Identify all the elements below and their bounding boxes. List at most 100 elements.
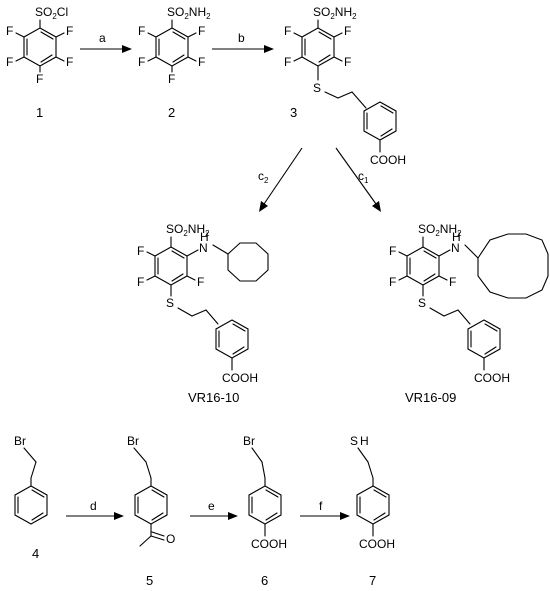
arrow-c2 (263, 147, 303, 205)
atom-label: H (200, 230, 209, 244)
atom-label: COOH (370, 153, 406, 167)
atom-label: COOH (474, 371, 510, 385)
compound-label-1: 1 (36, 105, 43, 120)
atom-label: F (138, 55, 145, 69)
atom-label: NH (335, 5, 352, 19)
atom-label: F (66, 24, 73, 38)
atom-subscript: 2 (330, 12, 335, 21)
atom-label: F (198, 55, 205, 69)
atom-label: SO (166, 222, 183, 236)
atom-label: F (168, 72, 175, 86)
atom-label: COOH (222, 371, 258, 385)
arrowhead (122, 45, 132, 53)
svg-text:c1: c1 (358, 169, 369, 185)
atom-label: F (197, 275, 204, 289)
atom-label: F (36, 72, 43, 86)
svg-text:SH: SH (350, 434, 369, 448)
atom-label: S (418, 296, 426, 310)
atom-subscript: 2 (435, 229, 440, 238)
atom-label: F (137, 275, 144, 289)
atom-label: H (452, 230, 461, 244)
atom-label: F (449, 275, 456, 289)
atom-label: F (344, 55, 351, 69)
atom-label: F (198, 24, 205, 38)
compound-label-4: 4 (32, 546, 39, 561)
compound-label-vr16-10: VR16-10 (188, 390, 239, 405)
compound-label-7: 7 (369, 573, 376, 588)
atom-label: SO (167, 5, 184, 19)
atom-label: N (451, 241, 460, 255)
arrowhead (264, 45, 274, 53)
arrowhead (259, 201, 268, 212)
atom-label: Br (14, 434, 26, 448)
compound-5-structure: Br O (127, 434, 175, 547)
compound-3-structure: SO2NH2 F F F F S COOH (284, 5, 406, 167)
arrow-label-sub: 2 (264, 176, 269, 185)
atom-label: F (6, 24, 13, 38)
arrowhead (340, 512, 350, 520)
compound-6-structure: Br COOH (243, 434, 287, 551)
arrow-label-a: a (99, 31, 106, 45)
atom-label: F (138, 24, 145, 38)
svg-text:SO2NH2: SO2NH2 (313, 5, 357, 21)
atom-subscript: 2 (352, 12, 357, 21)
arrowhead (228, 512, 238, 520)
atom-label: F (344, 24, 351, 38)
atom-label: F (66, 55, 73, 69)
atom-label: SO (35, 5, 52, 19)
compound-4-structure: Br (14, 434, 48, 525)
arrow-label-b: b (238, 31, 245, 45)
svg-text:SO2Cl: SO2Cl (35, 5, 68, 21)
arrow-c1 (335, 147, 377, 205)
atom-label: Br (127, 434, 139, 448)
atom-subscript: 2 (205, 229, 210, 238)
atom-label: F (389, 244, 396, 258)
atom-subscript: 2 (457, 229, 462, 238)
atom-label: SO (418, 222, 435, 236)
compound-label-vr16-09: VR16-09 (405, 390, 456, 405)
arrowhead (372, 201, 381, 212)
atom-label: Cl (57, 5, 68, 19)
atom-label: S (350, 434, 358, 448)
arrow-label-e: e (208, 499, 215, 513)
arrow-label-sub: 1 (364, 176, 369, 185)
atom-label: COOH (359, 537, 395, 551)
svg-text:SO2NH2: SO2NH2 (166, 222, 210, 238)
atom-label: S (313, 81, 321, 95)
atom-label: Br (243, 434, 255, 448)
compound-label-3: 3 (290, 105, 297, 120)
atom-label: H (360, 434, 369, 448)
arrow-label-f: f (319, 499, 323, 513)
atom-label: F (284, 24, 291, 38)
atom-label: F (6, 55, 13, 69)
atom-label: N (199, 241, 208, 255)
svg-text:SO2NH2: SO2NH2 (418, 222, 462, 238)
atom-label: F (137, 244, 144, 258)
arrow-label-d: d (90, 499, 97, 513)
compound-1-structure: SO2Cl F F F F F (6, 5, 73, 86)
compound-2-structure: SO2NH2 F F F F F (138, 5, 211, 86)
vr16-09-structure: SO2NH2 H N F F F S COOH (389, 222, 549, 385)
compound-label-5: 5 (146, 573, 153, 588)
atom-label: COOH (251, 537, 287, 551)
vr16-10-structure: SO2NH2 H N F F F S COOH (137, 222, 269, 385)
arrowhead (114, 512, 124, 520)
atom-label: NH (188, 222, 205, 236)
atom-label: NH (189, 5, 206, 19)
atom-subscript: 2 (184, 12, 189, 21)
arrow-label-c1: c (358, 169, 364, 183)
atom-subscript: 2 (206, 12, 211, 21)
svg-text:c2: c2 (258, 169, 269, 185)
atom-label: F (284, 55, 291, 69)
atom-subscript: 2 (183, 229, 188, 238)
atom-label: SO (313, 5, 330, 19)
atom-label: S (166, 296, 174, 310)
atom-subscript: 2 (52, 12, 57, 21)
compound-label-2: 2 (168, 105, 175, 120)
arrow-label-c2: c (258, 169, 264, 183)
atom-label: F (389, 275, 396, 289)
atom-label: NH (440, 222, 457, 236)
